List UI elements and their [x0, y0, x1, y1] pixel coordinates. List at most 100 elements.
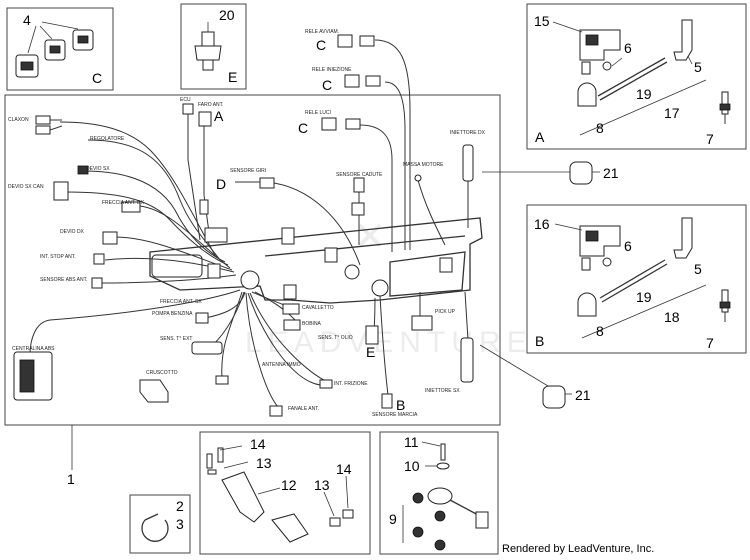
pressure-sensor	[194, 22, 222, 71]
callout-2: 2	[176, 498, 184, 514]
spark-plug-cap	[673, 19, 693, 61]
label-bobina: BOBINA	[302, 321, 322, 327]
frame-hole	[240, 270, 260, 290]
hv-cable-edge	[599, 61, 668, 101]
frame-tab	[281, 227, 295, 245]
wire-regolatore	[87, 139, 221, 261]
frame-body	[149, 217, 483, 304]
leader-line	[611, 57, 623, 67]
grommet	[602, 61, 612, 71]
watermark: LEADVENTURE	[245, 326, 533, 359]
spark-plug-cap	[673, 217, 693, 259]
label-devio-dx: DEVIO DX	[60, 229, 85, 235]
frame-outline	[149, 217, 483, 304]
label-sensore-cadute: SENSORE CADUTE	[336, 172, 383, 178]
leader-line	[41, 21, 79, 30]
callout-c-relay-iniezione: C	[322, 77, 332, 93]
pick-up-connector	[411, 315, 433, 331]
arra-connector	[353, 177, 365, 193]
label-cavalletto: CAVALLETTO	[302, 305, 334, 311]
panel-sensor-mount	[379, 431, 499, 555]
sensore-marcia-connector	[381, 393, 393, 409]
label-ecu: ECU	[180, 97, 191, 103]
leader-line	[219, 445, 243, 451]
label-relay-luci: RELE LUCI	[305, 110, 331, 116]
panel-bracket	[199, 431, 371, 555]
cap-21-lower	[479, 344, 572, 409]
inline-connector	[199, 199, 209, 215]
sensore-giri-connector	[259, 177, 275, 189]
callout-14b: 14	[336, 461, 352, 477]
nut	[342, 509, 354, 519]
callout-c-relay-avv: C	[316, 37, 326, 53]
label-cruscotto: CRUSCOTTO	[146, 370, 178, 376]
callout-7a: 7	[706, 131, 714, 147]
switch-connectors-group	[15, 21, 94, 78]
ignition-coil-b	[554, 217, 731, 339]
group-underline	[579, 79, 707, 136]
label-devio-sx-can: DEVIO SX CAN	[8, 184, 44, 190]
ignition-coil-a	[552, 19, 731, 136]
devio-sx-connector	[77, 165, 89, 175]
callout-6a: 6	[624, 40, 632, 56]
int-stop-connector	[93, 253, 105, 265]
wire-relay-iniezione	[384, 81, 406, 250]
centralina-abs-face	[19, 359, 35, 393]
arra-terminal	[351, 202, 365, 216]
callout-9: 9	[389, 511, 397, 527]
relay-avv-relay	[337, 34, 353, 48]
leader-line	[27, 25, 37, 54]
harness-wires	[29, 39, 469, 411]
wire-relay-avv	[374, 39, 411, 250]
leader-line	[479, 344, 549, 387]
leader-line	[345, 475, 349, 509]
callout-12: 12	[281, 477, 297, 493]
relay-iniezione-relay	[344, 74, 360, 88]
label-sens-olio: SENS. T° OLIO	[318, 335, 353, 341]
label-devio-sx: DEVIO SX	[86, 166, 110, 172]
wire-faro	[203, 120, 211, 241]
label-iniettore-dx: INIETTORE DX	[450, 130, 486, 136]
faro-connector	[198, 111, 212, 127]
wire-abs-ant	[101, 274, 237, 284]
bobina-connector	[283, 319, 301, 331]
callout-21a: 21	[603, 165, 619, 181]
label-sensore-giri: SENSORE GIRI	[230, 168, 266, 174]
switch-connector-face	[20, 61, 34, 71]
bracket	[221, 471, 265, 523]
wire-devio-sx	[83, 170, 226, 263]
relay-luci-connector	[345, 118, 361, 130]
leader-line	[421, 441, 441, 447]
claxon-connector	[35, 125, 51, 135]
clip-ring	[141, 519, 169, 542]
hv-cable	[599, 259, 666, 299]
frame-tab	[439, 257, 453, 273]
claxon-wire	[49, 125, 63, 131]
callout-b-main: B	[396, 397, 405, 413]
sens-temp-ext	[191, 341, 223, 355]
label-relay-iniezione: RELE INIEZIONE	[312, 67, 352, 73]
sensor-mount	[402, 441, 489, 551]
callout-6b: 6	[624, 238, 632, 254]
panel-frames	[4, 3, 747, 555]
callout-e-main: E	[366, 344, 375, 360]
relay-avv-connector	[359, 35, 375, 47]
screw	[206, 453, 213, 469]
hv-cable-edge	[601, 263, 668, 303]
spark-plug	[721, 91, 729, 115]
label-faro: FARO ANT.	[198, 102, 224, 108]
sensor-thread	[202, 59, 214, 71]
leader-line	[39, 25, 53, 40]
sensor-connector	[475, 511, 489, 529]
devio-sx-can-connector	[53, 181, 69, 201]
label-regolatore: REGOLATORE	[90, 136, 125, 142]
panel-main-harness	[4, 94, 501, 426]
frame-headstock	[151, 254, 203, 278]
hv-cable	[597, 57, 666, 97]
callout-10: 10	[404, 458, 420, 474]
callout-c-switches: C	[92, 70, 102, 86]
label-fanale: FANALE ANT.	[288, 406, 319, 412]
clip-tail	[144, 513, 159, 521]
relay-iniezione-connector	[365, 75, 381, 87]
pompa-connector	[195, 312, 209, 324]
